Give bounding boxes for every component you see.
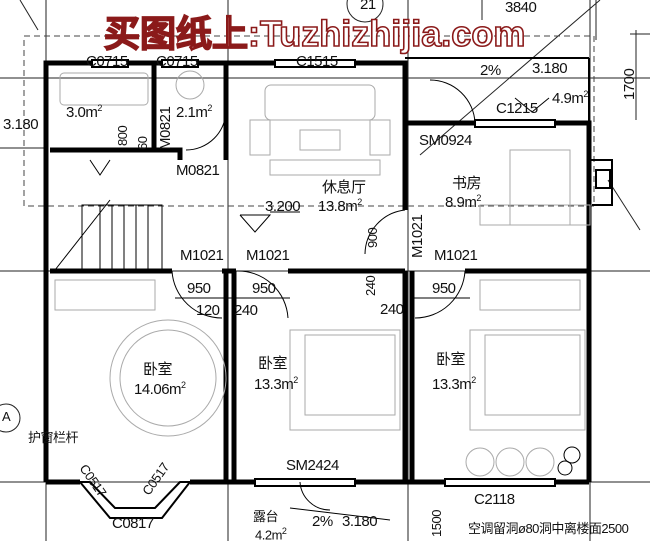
dim-top-width: 3840	[505, 0, 537, 16]
window-c2118: C2118	[474, 491, 515, 508]
door-m1021-b: M1021	[246, 247, 290, 264]
bed1-area: 14.06m2	[134, 380, 186, 398]
lounge-name: 休息厅	[322, 179, 366, 196]
door-m1021-vertical: M1021	[409, 214, 426, 258]
bath2-area: 2.1m2	[176, 103, 212, 121]
dim-950-a: 950	[187, 280, 211, 297]
bed3-area: 13.3m2	[432, 375, 476, 393]
window-c0715-b: C0715	[156, 53, 198, 70]
section-letter: A	[2, 409, 11, 424]
dim-240-c: 240	[380, 301, 404, 318]
lounge-area: 13.8m2	[318, 197, 362, 215]
door-m1021-a: M1021	[180, 247, 224, 264]
bath1-area: 3.0m2	[66, 103, 102, 121]
dim-60: 60	[135, 136, 150, 150]
railing-note: 护窗栏杆	[28, 430, 79, 445]
dim-800: 800	[115, 125, 130, 146]
window-c0817: C0817	[112, 515, 154, 532]
dim-right-height: 1700	[621, 68, 638, 100]
door-swings	[89, 79, 550, 521]
bed2-name: 卧室	[258, 355, 288, 372]
dim-240-b: 240	[234, 302, 258, 319]
elevation-balcony: 3.180	[532, 60, 568, 77]
elevation-terrace: 3.180	[342, 513, 378, 530]
furniture	[54, 70, 591, 477]
dim-950-b: 950	[252, 280, 276, 297]
door-m0821: M0821	[176, 162, 220, 179]
door-m1021-c: M1021	[434, 247, 478, 264]
stairs	[54, 199, 163, 272]
balcony-area: 4.9m2	[552, 89, 588, 107]
bed3-name: 卧室	[436, 351, 466, 368]
dim-240-a: 240	[363, 275, 378, 296]
elevation-hall: 3.200	[265, 198, 301, 215]
slope-terrace: 2%	[312, 513, 333, 530]
bed2-area: 13.3m2	[254, 375, 298, 393]
dim-950-c: 950	[432, 280, 456, 297]
axis-number: 21	[360, 0, 376, 13]
door-m0821-vertical: M0821	[157, 106, 174, 150]
study-name: 书房	[452, 175, 482, 192]
windows	[77, 59, 556, 519]
dim-1500: 1500	[429, 510, 444, 537]
terrace-area: 4.2m2	[255, 526, 287, 541]
window-c1515: C1515	[296, 53, 338, 70]
dim-900: 900	[365, 227, 380, 248]
door-sm0924: SM0924	[419, 132, 472, 149]
window-c1215: C1215	[496, 100, 538, 117]
bed1-name: 卧室	[143, 361, 173, 378]
section-marker-circle	[0, 403, 21, 433]
door-sm2424: SM2424	[286, 457, 339, 474]
axis-marker-circle	[346, 0, 384, 23]
roof-outline	[23, 35, 595, 207]
slope-balcony: 2%	[480, 62, 501, 79]
dim-120: 120	[196, 302, 220, 319]
watermark: 买图纸上:Tuzhizhijia.com	[103, 13, 526, 54]
study-area: 8.9m2	[445, 193, 481, 211]
window-c0715-a: C0715	[86, 53, 128, 70]
terrace-name: 露台	[253, 509, 279, 524]
elevation-left: 3.180	[3, 116, 39, 133]
ac-hole-note: 空调留洞ø80洞中离楼面2500	[468, 521, 629, 536]
